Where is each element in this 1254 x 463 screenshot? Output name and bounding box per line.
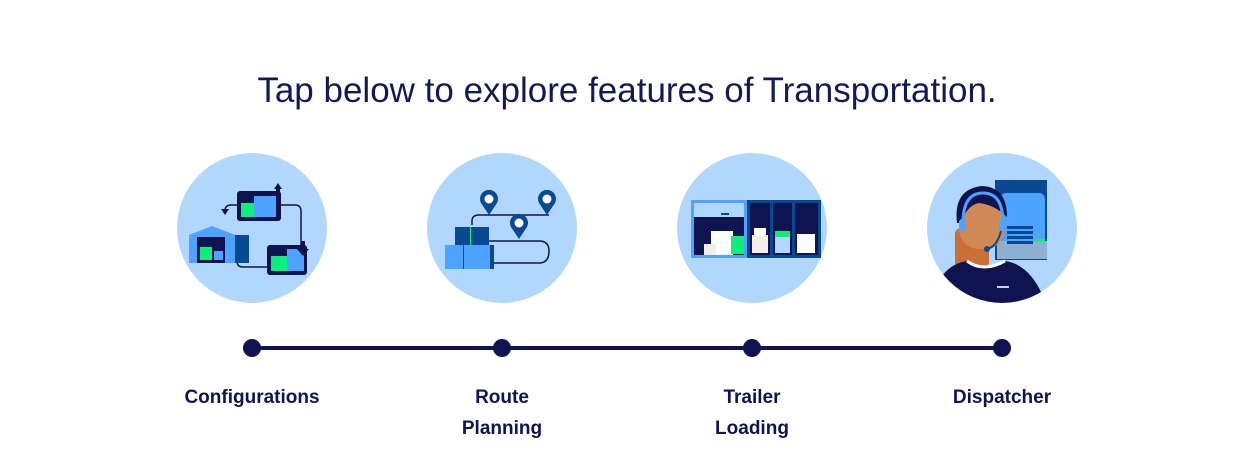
configurations-icon bbox=[177, 153, 327, 303]
dispatcher-icon bbox=[927, 153, 1077, 303]
timeline-dot-trailer-loading[interactable] bbox=[743, 339, 761, 357]
timeline-line bbox=[252, 346, 1002, 350]
feature-configurations[interactable] bbox=[177, 153, 327, 303]
feature-trailer-loading[interactable] bbox=[677, 153, 827, 303]
label-trailer-loading[interactable]: Trailer Loading bbox=[715, 387, 789, 439]
feature-route-planning[interactable] bbox=[427, 153, 577, 303]
label-route-planning[interactable]: Route Planning bbox=[461, 387, 543, 439]
page-title: Tap below to explore features of Transpo… bbox=[257, 71, 997, 111]
trailer-loading-icon bbox=[677, 153, 827, 303]
feature-dispatcher[interactable] bbox=[927, 153, 1077, 303]
label-dispatcher[interactable]: Dispatcher bbox=[952, 387, 1052, 408]
timeline-dot-route-planning[interactable] bbox=[493, 339, 511, 357]
timeline-dot-configurations[interactable] bbox=[243, 339, 261, 357]
label-configurations[interactable]: Configurations bbox=[184, 387, 320, 408]
timeline-dot-dispatcher[interactable] bbox=[993, 339, 1011, 357]
route-planning-icon bbox=[427, 153, 577, 303]
